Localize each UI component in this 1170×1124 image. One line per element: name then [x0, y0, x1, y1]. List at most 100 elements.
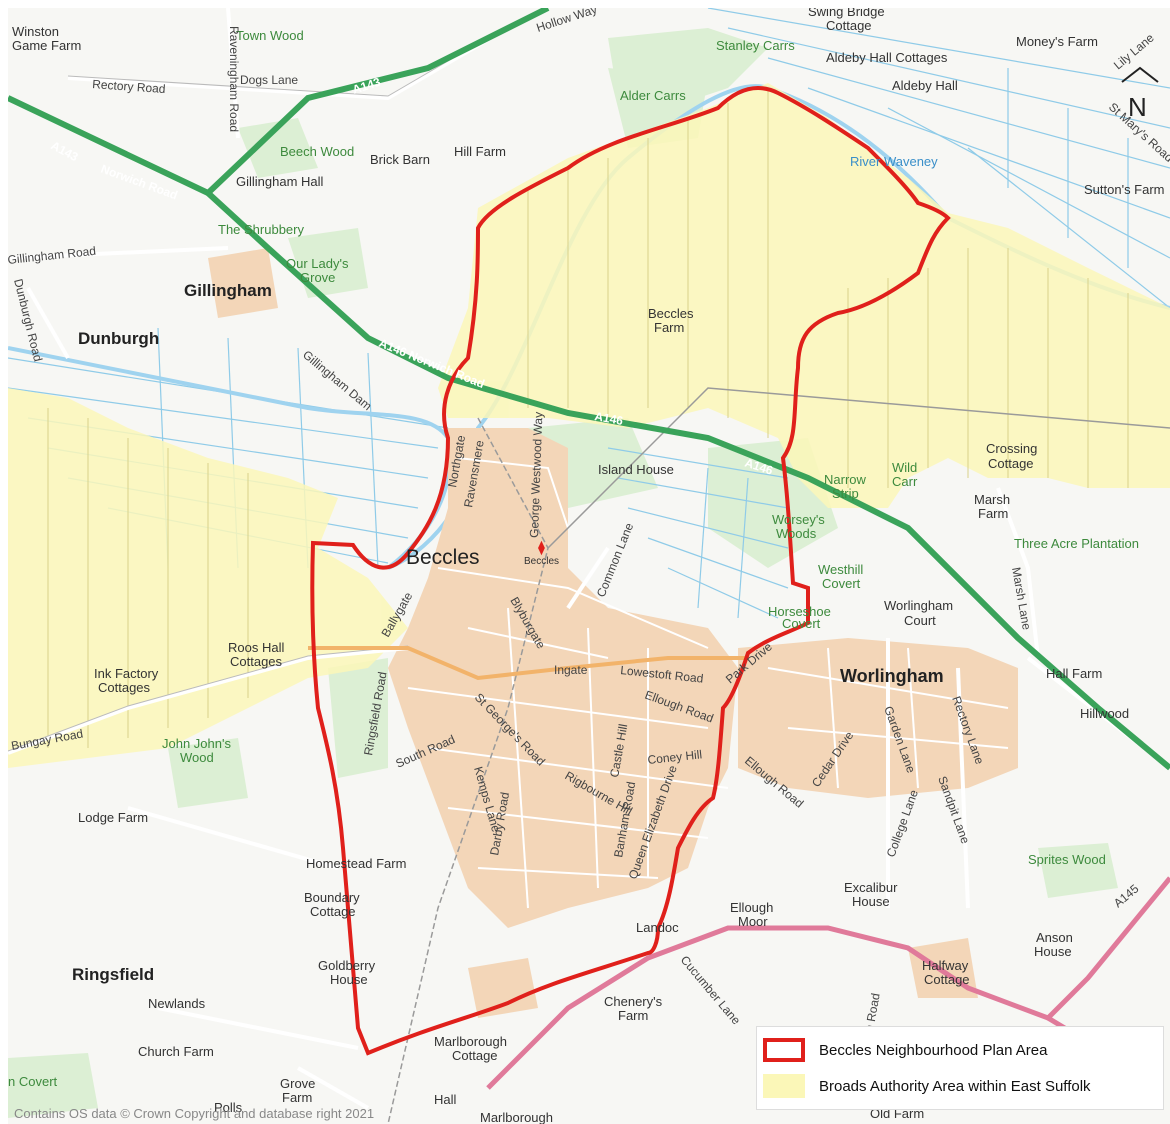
label-anson-2: House — [1034, 944, 1072, 959]
label-marlborough-cottage-2: Cottage — [452, 1048, 498, 1063]
label-roos-hall-1: Roos Hall — [228, 640, 284, 655]
label-ellough-1: Ellough — [730, 900, 773, 915]
label-worlingham-court-2: Court — [904, 613, 936, 628]
railway-line — [387, 417, 549, 1124]
railway-station-icon: ⧫ — [538, 539, 545, 556]
label-polls: Polls — [214, 1100, 243, 1115]
copyright-notice: Contains OS data © Crown Copyright and d… — [14, 1106, 375, 1121]
label-cottage-top: Cottage — [826, 18, 872, 33]
label-grove-farm-2: Farm — [282, 1090, 312, 1105]
label-n-covert: n Covert — [8, 1074, 58, 1089]
minor-roads — [8, 8, 1170, 1110]
a-roads — [8, 8, 1170, 1090]
neighbourhood-plan-boundary — [310, 86, 951, 1056]
label-hall-farm: Hall Farm — [1046, 666, 1102, 681]
north-arrow-letter: N — [1128, 92, 1147, 122]
label-boundary-2: Cottage — [310, 904, 356, 919]
label-three-acre: Three Acre Plantation — [1014, 536, 1139, 551]
label-crossing-cottage: Cottage — [988, 456, 1034, 471]
label-ink-factory-2: Cottages — [98, 680, 151, 695]
label-sprites-wood: Sprites Wood — [1028, 852, 1106, 867]
label-westhill-1: Westhill — [818, 562, 863, 577]
railway-branch — [547, 387, 1170, 549]
label-newlands: Newlands — [148, 996, 206, 1011]
road-label-ingate: Ingate — [554, 663, 588, 677]
label-hall: Hall — [434, 1092, 457, 1107]
b-road — [308, 646, 748, 681]
north-arrow: N — [1112, 66, 1168, 126]
label-gillingham-hall: Gillingham Hall — [236, 174, 324, 189]
label-boundary-1: Boundary — [304, 890, 360, 905]
broads-field-lines — [47, 88, 1129, 748]
road-label-coney-hill: Coney Hill — [647, 747, 703, 767]
label-hillwood: Hillwood — [1080, 706, 1129, 721]
label-grove-farm-1: Grove — [280, 1076, 315, 1091]
label-narrow: Narrow — [824, 472, 867, 487]
label-alder-carrs: Alder Carrs — [620, 88, 686, 103]
label-cheneys-1: Chenery's — [604, 994, 663, 1009]
label-lodge-farm: Lodge Farm — [78, 810, 148, 825]
label-beccles-farm-1: Beccles — [648, 306, 694, 321]
label-goldberry-2: House — [330, 972, 368, 987]
label-roos-hall-2: Cottages — [230, 654, 283, 669]
label-worlingham-court-1: Worlingham — [884, 598, 953, 613]
label-marsh-farm: Farm — [978, 506, 1008, 521]
road-label-a146-mid: A146 — [593, 409, 624, 428]
label-dunburgh: Dunburgh — [78, 329, 159, 348]
label-halfway-2: Cottage — [924, 972, 970, 987]
label-carr: Carr — [892, 474, 918, 489]
label-worseys-1: Worsey's — [772, 512, 825, 527]
label-marlborough-cottage-1: Marlborough — [434, 1034, 507, 1049]
legend-row-plan-area: Beccles Neighbourhood Plan Area — [763, 1035, 1048, 1065]
label-aldeby-hall-cottages: Aldeby Hall Cottages — [826, 50, 948, 65]
label-worlingham: Worlingham — [840, 666, 944, 686]
label-anson-1: Anson — [1036, 930, 1073, 945]
legend-label-plan-area: Beccles Neighbourhood Plan Area — [819, 1041, 1048, 1059]
map-canvas[interactable]: ⧫ Winston Game Farm Town Wood Swing Brid… — [8, 8, 1170, 1124]
label-strip: Strip — [832, 486, 859, 501]
label-beccles-station: Beccles — [524, 556, 559, 567]
label-goldberry-1: Goldberry — [318, 958, 376, 973]
label-stanley-carrs: Stanley Carrs — [716, 38, 795, 53]
road-label-rectory-road: Rectory Road — [92, 77, 166, 96]
label-winston: Winston — [12, 24, 59, 39]
label-church-farm: Church Farm — [138, 1044, 214, 1059]
label-island-house: Island House — [598, 462, 674, 477]
label-westhill-2: Covert — [822, 576, 861, 591]
label-hill-farm: Hill Farm — [454, 144, 506, 159]
label-john-johns-2: Wood — [180, 750, 214, 765]
label-river-waveney: River Waveney — [850, 154, 938, 169]
label-brick-barn: Brick Barn — [370, 152, 430, 167]
label-aldeby-hall: Aldeby Hall — [892, 78, 958, 93]
label-our-ladys: Our Lady's — [286, 256, 349, 271]
road-label-george-westwood-way: George Westwood Way — [527, 412, 545, 538]
label-cheneys-2: Farm — [618, 1008, 648, 1023]
label-halfway-1: Halfway — [922, 958, 969, 973]
label-grove: Grove — [300, 270, 335, 285]
legend-row-broads-area: Broads Authority Area within East Suffol… — [763, 1071, 1091, 1101]
label-crossing: Crossing — [986, 441, 1037, 456]
north-arrow-icon: N — [1121, 66, 1159, 122]
label-horseshoe-2: Covert — [782, 616, 821, 631]
label-game-farm: Game Farm — [12, 38, 81, 53]
label-wild: Wild — [892, 460, 917, 475]
label-swing-bridge: Swing Bridge — [808, 8, 885, 19]
label-worseys-2: Woods — [776, 526, 817, 541]
label-ink-factory-1: Ink Factory — [94, 666, 159, 681]
legend-label-broads-area: Broads Authority Area within East Suffol… — [819, 1077, 1091, 1095]
label-marlborough: Marlborough — [480, 1110, 553, 1124]
label-town-wood: Town Wood — [236, 28, 304, 43]
label-excalibur-1: Excalibur — [844, 880, 898, 895]
label-marsh: Marsh — [974, 492, 1010, 507]
label-excalibur-2: House — [852, 894, 890, 909]
road-label-raveningham-road: Raveningham Road — [227, 26, 241, 132]
label-ringsfield: Ringsfield — [72, 965, 154, 984]
label-suttons-farm: Sutton's Farm — [1084, 182, 1165, 197]
label-beccles: Beccles — [406, 546, 480, 569]
label-beech-wood: Beech Wood — [280, 144, 354, 159]
label-homestead-farm: Homestead Farm — [306, 856, 406, 871]
map-legend: Beccles Neighbourhood Plan Area Broads A… — [756, 1026, 1164, 1110]
label-beccles-farm-2: Farm — [654, 320, 684, 335]
label-moneys-farm: Money's Farm — [1016, 34, 1098, 49]
legend-swatch-plan-area — [763, 1038, 805, 1062]
